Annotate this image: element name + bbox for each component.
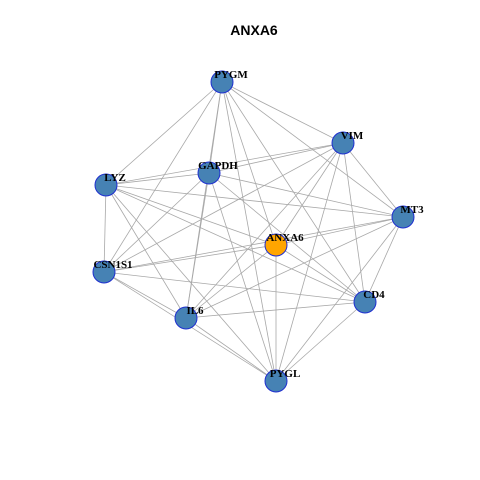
graph-title: ANXA6	[230, 22, 278, 38]
node-label-pygl: PYGL	[270, 368, 301, 380]
edges-layer	[103, 81, 404, 382]
edge-pygm-lyz	[105, 81, 223, 186]
node-il6	[174, 306, 198, 330]
edge-pygm-csn1s1	[103, 81, 223, 273]
node-label-cd4: CD4	[363, 289, 385, 301]
edge-mt3-cd4	[364, 216, 404, 303]
edge-pygm-vim	[221, 81, 344, 144]
edge-anxa6-csn1s1	[103, 244, 277, 273]
node-label-anxa6: ANXA6	[266, 232, 304, 244]
node-vim	[331, 131, 355, 155]
node-gapdh	[197, 161, 221, 185]
node-lyz	[94, 173, 118, 197]
edge-lyz-il6	[105, 184, 187, 319]
edge-lyz-pygl	[105, 184, 277, 382]
node-label-csn1s1: CSN1S1	[93, 259, 132, 271]
edge-il6-pygl	[185, 317, 277, 382]
edge-mt3-csn1s1	[103, 216, 404, 273]
edge-gapdh-pygl	[208, 172, 277, 382]
edge-pygm-pygl	[221, 81, 277, 382]
edge-lyz-cd4	[105, 184, 366, 303]
edge-gapdh-cd4	[208, 172, 366, 303]
node-cd4	[353, 290, 377, 314]
node-anxa6	[264, 233, 288, 257]
edge-gapdh-lyz	[105, 172, 210, 186]
edge-gapdh-il6	[185, 172, 210, 319]
edge-anxa6-cd4	[275, 244, 366, 303]
edge-vim-pygl	[275, 142, 344, 382]
node-csn1s1	[92, 260, 116, 284]
edge-vim-mt3	[342, 142, 404, 218]
edge-cd4-il6	[185, 301, 366, 319]
node-label-il6: IL6	[186, 305, 204, 317]
edge-lyz-mt3	[105, 184, 404, 218]
edge-lyz-csn1s1	[103, 184, 107, 273]
edge-mt3-anxa6	[275, 216, 404, 246]
edge-vim-csn1s1	[103, 142, 344, 273]
node-pygm	[210, 70, 234, 94]
node-label-pygm: PYGM	[214, 69, 248, 81]
edge-vim-anxa6	[275, 142, 344, 246]
edge-csn1s1-il6	[103, 271, 187, 319]
edge-vim-lyz	[105, 142, 344, 186]
edge-lyz-anxa6	[105, 184, 277, 246]
node-label-mt3: MT3	[400, 204, 424, 216]
node-label-lyz: LYZ	[104, 172, 126, 184]
edge-vim-cd4	[342, 142, 366, 303]
edge-pygm-anxa6	[221, 81, 277, 246]
edge-csn1s1-cd4	[103, 271, 366, 303]
edge-gapdh-csn1s1	[103, 172, 210, 273]
edge-vim-il6	[185, 142, 344, 319]
edge-mt3-il6	[185, 216, 404, 319]
node-mt3	[391, 205, 415, 229]
edge-vim-gapdh	[208, 142, 344, 174]
edge-gapdh-mt3	[208, 172, 404, 218]
node-label-vim: VIM	[341, 130, 364, 142]
edge-cd4-pygl	[275, 301, 366, 382]
edge-anxa6-il6	[185, 244, 277, 319]
nodes-layer	[92, 70, 415, 393]
node-label-gapdh: GAPDH	[198, 160, 238, 172]
node-pygl	[264, 369, 288, 393]
